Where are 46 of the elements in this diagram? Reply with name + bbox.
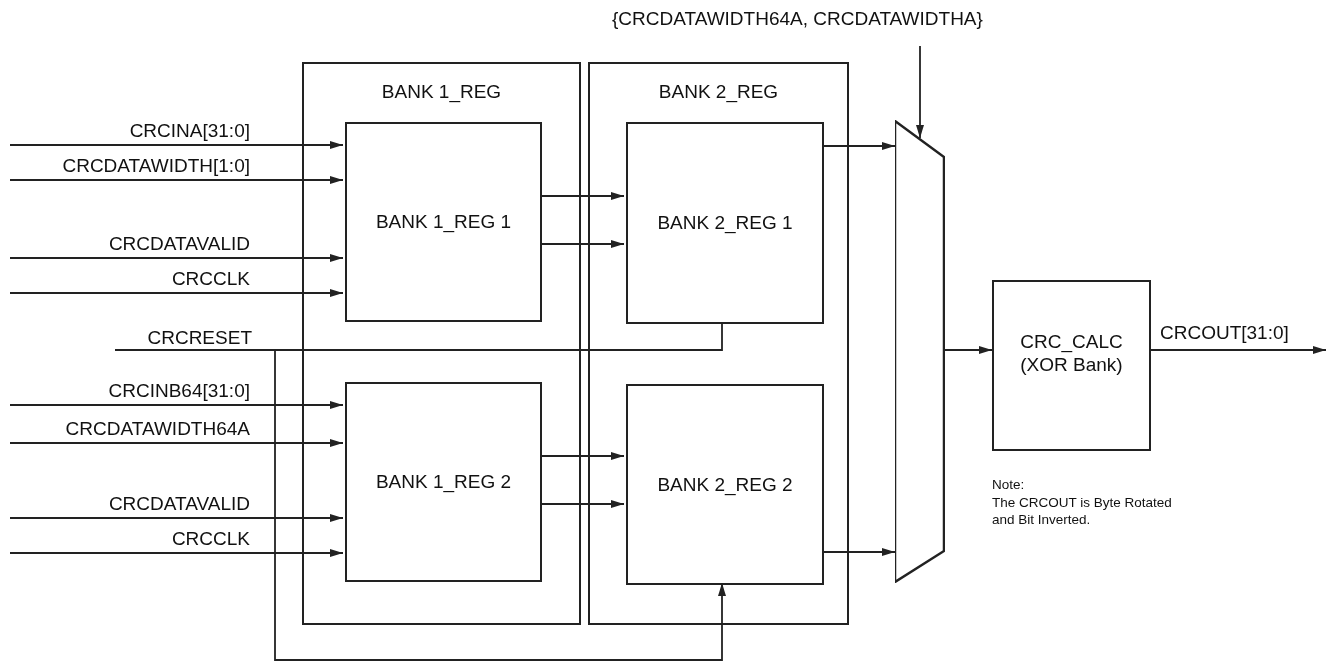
signal-label: CRCDATAWIDTH[1:0] xyxy=(62,155,250,177)
signal-label: CRCCLK xyxy=(171,268,250,290)
block-label: CRC_CALC (XOR Bank) xyxy=(1019,330,1124,376)
group-box xyxy=(302,62,581,625)
block-box xyxy=(345,382,542,582)
arrow xyxy=(1150,346,1327,354)
group-title: BANK 2_REG xyxy=(657,80,780,103)
block-box xyxy=(992,280,1151,451)
arrow xyxy=(9,549,344,557)
signal-label: {CRCDATAWIDTH64A, CRCDATAWIDTHA} xyxy=(612,8,983,30)
arrow xyxy=(821,142,896,150)
multiplexer-shape xyxy=(895,120,945,583)
signal-label: CRCINB64[31:0] xyxy=(108,380,250,402)
arrow xyxy=(539,192,625,200)
group-title: BANK 1_REG xyxy=(380,80,503,103)
note-text: Note: xyxy=(992,476,1025,493)
block-label: BANK 1_REG 2 xyxy=(374,470,513,493)
arrow xyxy=(539,240,625,248)
arrow xyxy=(9,439,344,447)
signal-label: CRCINA[31:0] xyxy=(129,120,250,142)
block-label: BANK 2_REG 2 xyxy=(656,472,794,496)
arrow xyxy=(539,452,625,460)
arrow xyxy=(916,45,924,139)
signal-label: CRCDATAWIDTH64A xyxy=(65,418,250,440)
note-text: The CRCOUT is Byte Rotated and Bit Inverted. xyxy=(992,494,1173,528)
arrow xyxy=(9,176,344,184)
signal-label: CRCOUT[31:0] xyxy=(1160,322,1289,344)
signal-label: CRCRESET xyxy=(112,326,252,350)
block-box xyxy=(345,122,542,322)
block-label: BANK 2_REG 1 xyxy=(656,211,794,234)
signal-label: CRCDATAVALID xyxy=(108,493,250,515)
signal-label: CRCDATAVALID xyxy=(108,233,250,255)
group-box xyxy=(588,62,849,625)
arrow xyxy=(114,349,726,661)
arrow xyxy=(821,548,896,556)
block-box xyxy=(626,122,824,324)
arrow xyxy=(9,289,344,297)
arrow xyxy=(9,514,344,522)
arrow xyxy=(9,141,344,149)
signal-label: CRCCLK xyxy=(171,528,250,550)
block-label: BANK 1_REG 1 xyxy=(374,210,513,233)
block-box xyxy=(626,384,824,585)
arrow xyxy=(539,500,625,508)
arrow xyxy=(9,254,344,262)
arrow xyxy=(9,401,344,409)
arrow xyxy=(944,346,993,354)
